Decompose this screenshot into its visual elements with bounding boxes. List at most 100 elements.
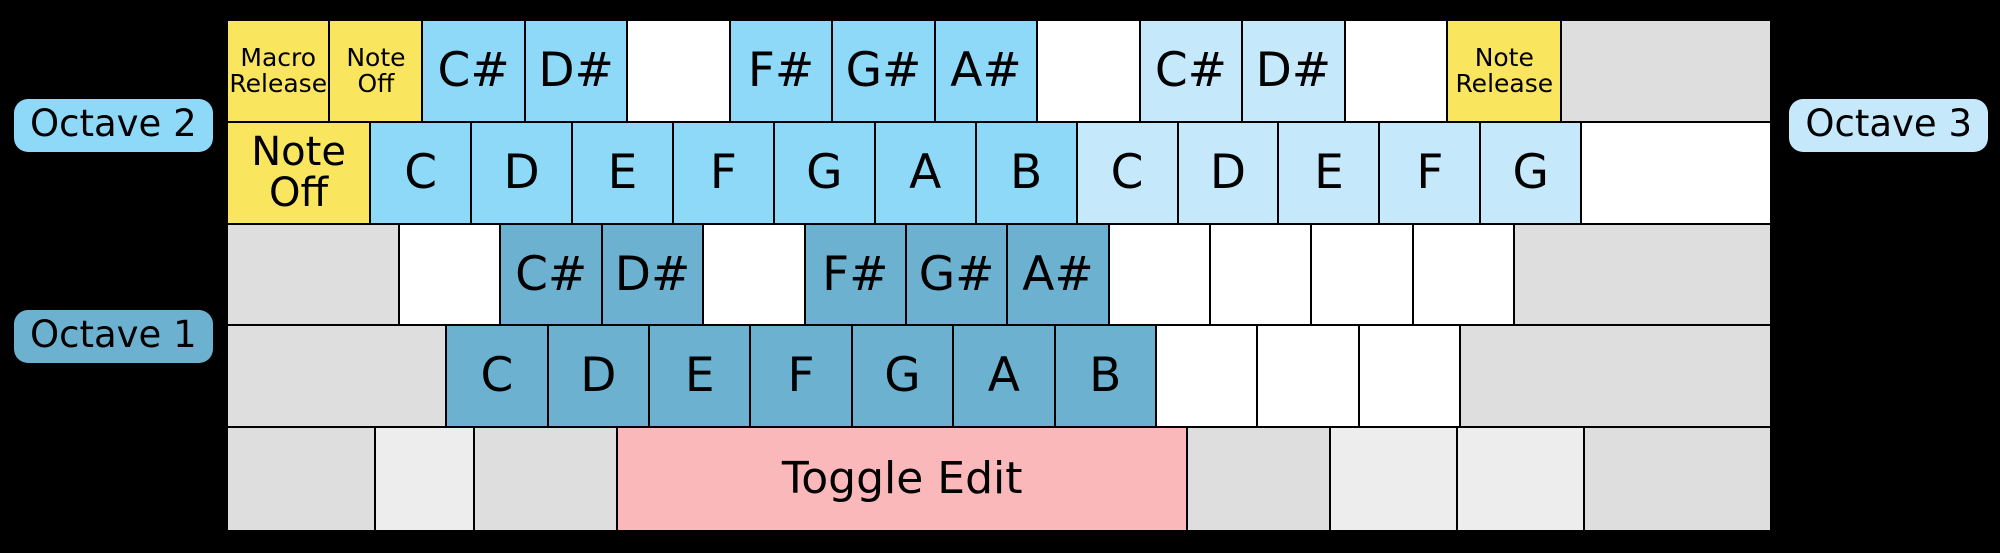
key-c[interactable]: C (371, 122, 473, 225)
key-d-sharp[interactable]: D# (602, 224, 705, 327)
keyboard-row-caps-row: C# D# F# G# A# (228, 224, 1770, 327)
key-blank (228, 326, 448, 429)
key-c-sharp[interactable]: C# (501, 224, 603, 327)
key-c-sharp[interactable]: C# (423, 21, 526, 123)
key-label: C# (437, 42, 510, 98)
key-a[interactable]: A (954, 326, 1056, 429)
key-g[interactable]: G (1481, 122, 1583, 225)
octave-3-label: Octave 3 (1789, 99, 1988, 152)
key-blank (400, 224, 502, 327)
key-f[interactable]: F (673, 122, 775, 225)
key-label: B (1089, 348, 1122, 404)
key-label: C# (1154, 42, 1228, 98)
key-e[interactable]: E (650, 326, 752, 429)
key-label: G# (918, 246, 995, 302)
key-blank (1515, 224, 1770, 327)
key-label: D (503, 144, 540, 200)
key-label: D# (1255, 42, 1332, 98)
key-a[interactable]: A (875, 122, 977, 225)
key-g[interactable]: G (774, 122, 876, 225)
key-label: A (909, 144, 942, 200)
key-d[interactable]: D (548, 326, 651, 429)
key-c-sharp[interactable]: C# (1140, 21, 1244, 123)
key-label: C (480, 348, 514, 404)
key-label: F# (747, 42, 815, 98)
key-blank (1413, 224, 1516, 327)
key-a-sharp[interactable]: A# (935, 21, 1039, 123)
key-label: D# (538, 42, 614, 98)
key-blank (1359, 326, 1462, 429)
key-label: B (1010, 144, 1043, 200)
key-blank (1585, 428, 1770, 530)
key-label: D (580, 348, 617, 404)
key-label: C (1110, 144, 1144, 200)
key-e[interactable]: E (573, 122, 674, 225)
key-blank (1109, 224, 1212, 327)
key-g-sharp[interactable]: G# (833, 21, 936, 123)
key-blank (228, 428, 376, 530)
octave-1-label: Octave 1 (14, 310, 213, 363)
key-e[interactable]: E (1279, 122, 1381, 225)
key-d[interactable]: D (472, 122, 573, 225)
key-label: C# (515, 246, 588, 302)
key-g-sharp[interactable]: G# (906, 224, 1009, 327)
key-blank (1582, 122, 1770, 225)
key-b[interactable]: B (1055, 326, 1157, 429)
key-label: G (884, 348, 921, 404)
key-blank (1458, 428, 1586, 530)
key-f-sharp[interactable]: F# (730, 21, 834, 123)
key-b[interactable]: B (976, 122, 1078, 225)
key-label: F (787, 348, 815, 404)
key-g[interactable]: G (852, 326, 955, 429)
key-label: E (607, 144, 638, 200)
key-label: G (806, 144, 843, 200)
keyboard-row-space-row: Toggle Edit (228, 428, 1770, 530)
key-c[interactable]: C (447, 326, 549, 429)
key-f-sharp[interactable]: F# (805, 224, 907, 327)
key-label: E (1314, 144, 1344, 200)
key-blank (375, 428, 475, 530)
key-toggle-edit[interactable]: Toggle Edit (618, 428, 1189, 530)
key-label: G# (845, 42, 922, 98)
key-c[interactable]: C (1077, 122, 1179, 225)
key-blank (1258, 326, 1360, 429)
key-blank (1461, 326, 1770, 429)
key-d[interactable]: D (1178, 122, 1280, 225)
octave-2-label: Octave 2 (14, 99, 213, 152)
key-d-sharp[interactable]: D# (525, 21, 629, 123)
key-label: C (404, 144, 438, 200)
key-blank (1188, 428, 1332, 530)
key-label: Toggle Edit (781, 452, 1023, 504)
key-label: A# (1022, 246, 1094, 302)
key-blank (1211, 224, 1313, 327)
key-blank (228, 224, 401, 327)
key-blank (1038, 21, 1141, 123)
key-blank (704, 224, 806, 327)
key-f[interactable]: F (751, 326, 853, 429)
key-f[interactable]: F (1380, 122, 1482, 225)
key-label: E (684, 348, 715, 404)
key-label: F (709, 144, 737, 200)
key-blank (1345, 21, 1449, 123)
key-d-sharp[interactable]: D# (1243, 21, 1346, 123)
key-a-sharp[interactable]: A# (1008, 224, 1110, 327)
key-label: D# (614, 246, 691, 302)
key-label: F (1416, 144, 1444, 200)
key-label: A (987, 348, 1020, 404)
key-label: A# (950, 42, 1022, 98)
key-label: F# (822, 246, 889, 302)
key-blank (1562, 21, 1770, 123)
